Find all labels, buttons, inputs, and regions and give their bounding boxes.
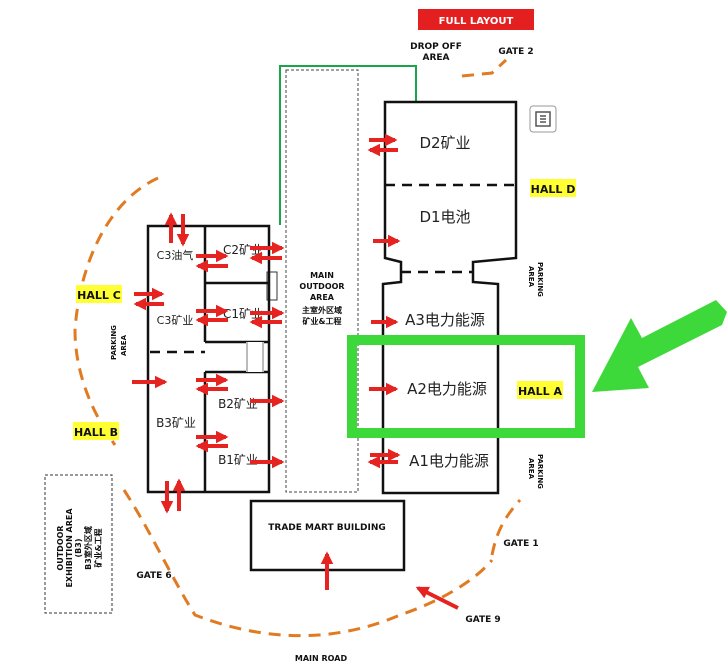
full-layout-label: FULL LAYOUT: [439, 16, 514, 27]
path-south: [122, 489, 494, 638]
parking-label-d-2: AREA: [527, 266, 535, 288]
svg-text:EXHIBITION AREA: EXHIBITION AREA: [65, 508, 74, 588]
zone-c3-mining[interactable]: C3矿业: [157, 314, 194, 327]
svg-text:HALL C: HALL C: [77, 289, 121, 302]
parking-label-c-1: PARKING: [110, 325, 118, 360]
main-outdoor-line5: 矿业&工程: [303, 316, 342, 326]
parking-label-a-2: AREA: [527, 458, 535, 480]
svg-text:TRADE MART BUILDING: TRADE MART BUILDING: [268, 523, 386, 533]
parking-label-c-2: AREA: [120, 334, 128, 356]
zone-d1[interactable]: D1电池: [419, 208, 470, 226]
map-marker-box: [266, 271, 278, 301]
zone-c3-oil[interactable]: C3油气: [157, 248, 194, 262]
zone-b1[interactable]: B1矿业: [218, 453, 258, 467]
gate-9-label: GATE 9: [465, 615, 500, 625]
entrance-arrows: [132, 133, 459, 610]
zone-b2[interactable]: B2矿业: [218, 397, 258, 411]
svg-text:B3室外区域: B3室外区域: [83, 526, 93, 570]
main-road-label: MAIN ROAD: [295, 654, 348, 663]
svg-text:OUTDOOR: OUTDOOR: [56, 525, 65, 570]
main-outdoor-area[interactable]: MAIN OUTDOOR AREA 主室外区域 矿业&工程: [285, 69, 359, 493]
gate-6-label: GATE 6: [136, 571, 171, 581]
hall-c-label[interactable]: HALL C: [76, 285, 122, 303]
zone-a1[interactable]: A1电力能源: [409, 452, 489, 470]
main-outdoor-line4: 主室外区域: [302, 305, 342, 315]
hall-b-label[interactable]: HALL B: [73, 422, 119, 440]
hall-d-label[interactable]: HALL D: [530, 179, 576, 197]
path-gate-1: [490, 498, 522, 556]
b-c-gap: [247, 342, 263, 372]
zone-a3[interactable]: A3电力能源: [405, 311, 485, 329]
outdoor-exhibition-area[interactable]: OUTDOOR EXHIBITION AREA (B3) B3室外区域 矿业&工…: [44, 474, 113, 614]
walking-paths: [73, 58, 522, 638]
main-outdoor-line2: OUTDOOR: [299, 282, 344, 291]
drop-off-route: [279, 65, 417, 225]
gate-2-label: GATE 2: [498, 47, 533, 57]
parking-label-d-1: PARKING: [536, 262, 544, 297]
gate-1-label: GATE 1: [503, 539, 538, 549]
hall-dividers: [385, 183, 516, 274]
svg-text:矿业&工程: 矿业&工程: [93, 529, 103, 568]
highlight-pointer-arrow-icon: [592, 300, 727, 392]
svg-text:HALL D: HALL D: [531, 183, 576, 196]
qr-code-icon[interactable]: [529, 105, 557, 133]
svg-text:(B3): (B3): [74, 539, 83, 558]
zone-d2[interactable]: D2矿业: [419, 134, 470, 152]
hall-a-label[interactable]: HALL A: [517, 381, 563, 399]
path-west: [73, 176, 159, 446]
full-layout-button[interactable]: FULL LAYOUT: [418, 9, 534, 30]
main-outdoor-line1: MAIN: [310, 271, 334, 280]
hall-d-a-building: [381, 100, 518, 495]
drop-off-label-2: AREA: [422, 53, 449, 63]
parking-label-a-1: PARKING: [536, 454, 544, 489]
svg-text:HALL A: HALL A: [518, 385, 563, 398]
path-gate-2: [461, 58, 508, 78]
arrow-gate-9-icon: [415, 586, 459, 610]
main-outdoor-line3: AREA: [310, 293, 335, 302]
zone-a2[interactable]: A2电力能源: [407, 380, 487, 398]
hall-a2-highlight: [347, 335, 585, 438]
zone-b3[interactable]: B3矿业: [156, 416, 196, 430]
svg-text:HALL B: HALL B: [74, 426, 118, 439]
drop-off-label-1: DROP OFF: [410, 42, 462, 52]
